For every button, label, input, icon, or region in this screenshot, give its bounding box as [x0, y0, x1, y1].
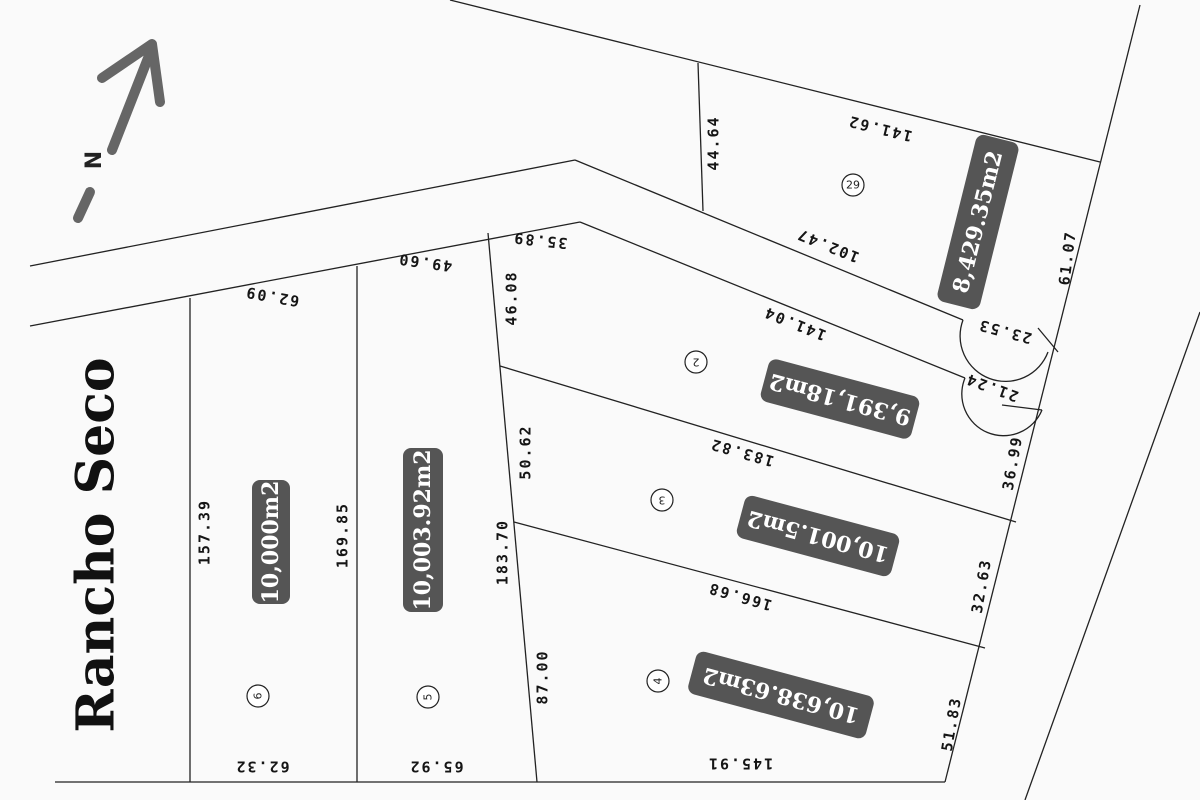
measurement-label: 65.92 — [408, 758, 463, 776]
lot2-lot3-line — [499, 365, 1017, 523]
lot-marker-2: 2 — [684, 350, 708, 374]
measurement-label: 87.00 — [534, 649, 552, 704]
measurement-label: 62.32 — [234, 758, 289, 776]
lot-5-area-badge: 10,003.92m2 — [403, 448, 443, 612]
lot-marker-4: 4 — [646, 669, 670, 693]
measurement-label: 169.85 — [334, 502, 352, 568]
area-badge-box — [937, 134, 1019, 310]
lot-number-markers: 29 2 3 4 5 6 — [246, 173, 865, 709]
lot-marker-6: 6 — [246, 684, 270, 708]
lot-marker-circle — [684, 350, 708, 374]
lot-area: 10,000m2 — [258, 481, 284, 604]
north-arrow-dash-1 — [73, 187, 95, 223]
north-arrow-head — [97, 39, 165, 107]
lot5-east-line — [487, 232, 538, 783]
corner-arc-lower — [961, 377, 1043, 437]
diagonal-road-upper-left — [29, 159, 576, 267]
measurement-label: 50.62 — [517, 424, 535, 479]
lot-marker-circle — [416, 685, 440, 709]
north-road-edge — [449, 0, 1101, 163]
lot-6-area-badge: 10,000m2 — [252, 480, 290, 604]
measurement-label: 145.91 — [707, 755, 773, 773]
measurement-label: 183.70 — [494, 519, 512, 585]
lot-number: 6 — [252, 693, 265, 700]
north-label: N — [82, 151, 107, 169]
boundary-lines — [29, 0, 1200, 800]
lot-marker-5: 5 — [416, 685, 440, 709]
area-badge-box — [403, 448, 443, 612]
lot-marker-circle — [646, 669, 670, 693]
lot29-east-line — [1037, 327, 1059, 353]
diagonal-road-upper-right — [574, 159, 964, 321]
lot-number: 2 — [693, 356, 700, 369]
north-arrow: N — [73, 39, 165, 223]
lot-marker-circle — [246, 684, 270, 708]
lot-marker-29: 29 — [841, 173, 865, 197]
lot-number: 29 — [846, 179, 860, 192]
lot29-west-line — [697, 62, 704, 212]
area-badge-box — [736, 495, 900, 577]
area-badge-box — [760, 359, 920, 439]
east-road-inner — [944, 4, 1141, 783]
area-badge-box — [252, 480, 290, 604]
area-badge-box — [688, 651, 874, 739]
area-labels: 8,429.35m2 9,391,18m2 10,001.5m2 10,638.… — [252, 134, 1019, 739]
corner-arc-upper — [959, 319, 1049, 383]
lot-29-area-badge: 8,429.35m2 — [937, 134, 1019, 310]
north-arrow-shaft — [107, 43, 157, 155]
lot3-lot4-line — [513, 521, 986, 649]
measurement-label: 35.89 — [512, 229, 569, 253]
measurement-label: 46.08 — [503, 270, 521, 325]
lot2-east-line — [1001, 404, 1043, 411]
east-road-outer — [1024, 311, 1200, 800]
measurement-label: 44.64 — [705, 115, 723, 170]
lot-area: 10,003.92m2 — [410, 449, 436, 610]
lot-number: 4 — [652, 678, 665, 685]
lot-number: 5 — [422, 694, 435, 701]
lot-number: 3 — [659, 494, 666, 507]
map-title: Rancho Seco — [66, 357, 127, 732]
measurement-label: 157.39 — [196, 499, 214, 565]
diagonal-road-lower-right — [579, 221, 966, 379]
lot-marker-circle — [841, 173, 865, 197]
lot-marker-circle — [650, 488, 674, 512]
lot-marker-3: 3 — [650, 488, 674, 512]
